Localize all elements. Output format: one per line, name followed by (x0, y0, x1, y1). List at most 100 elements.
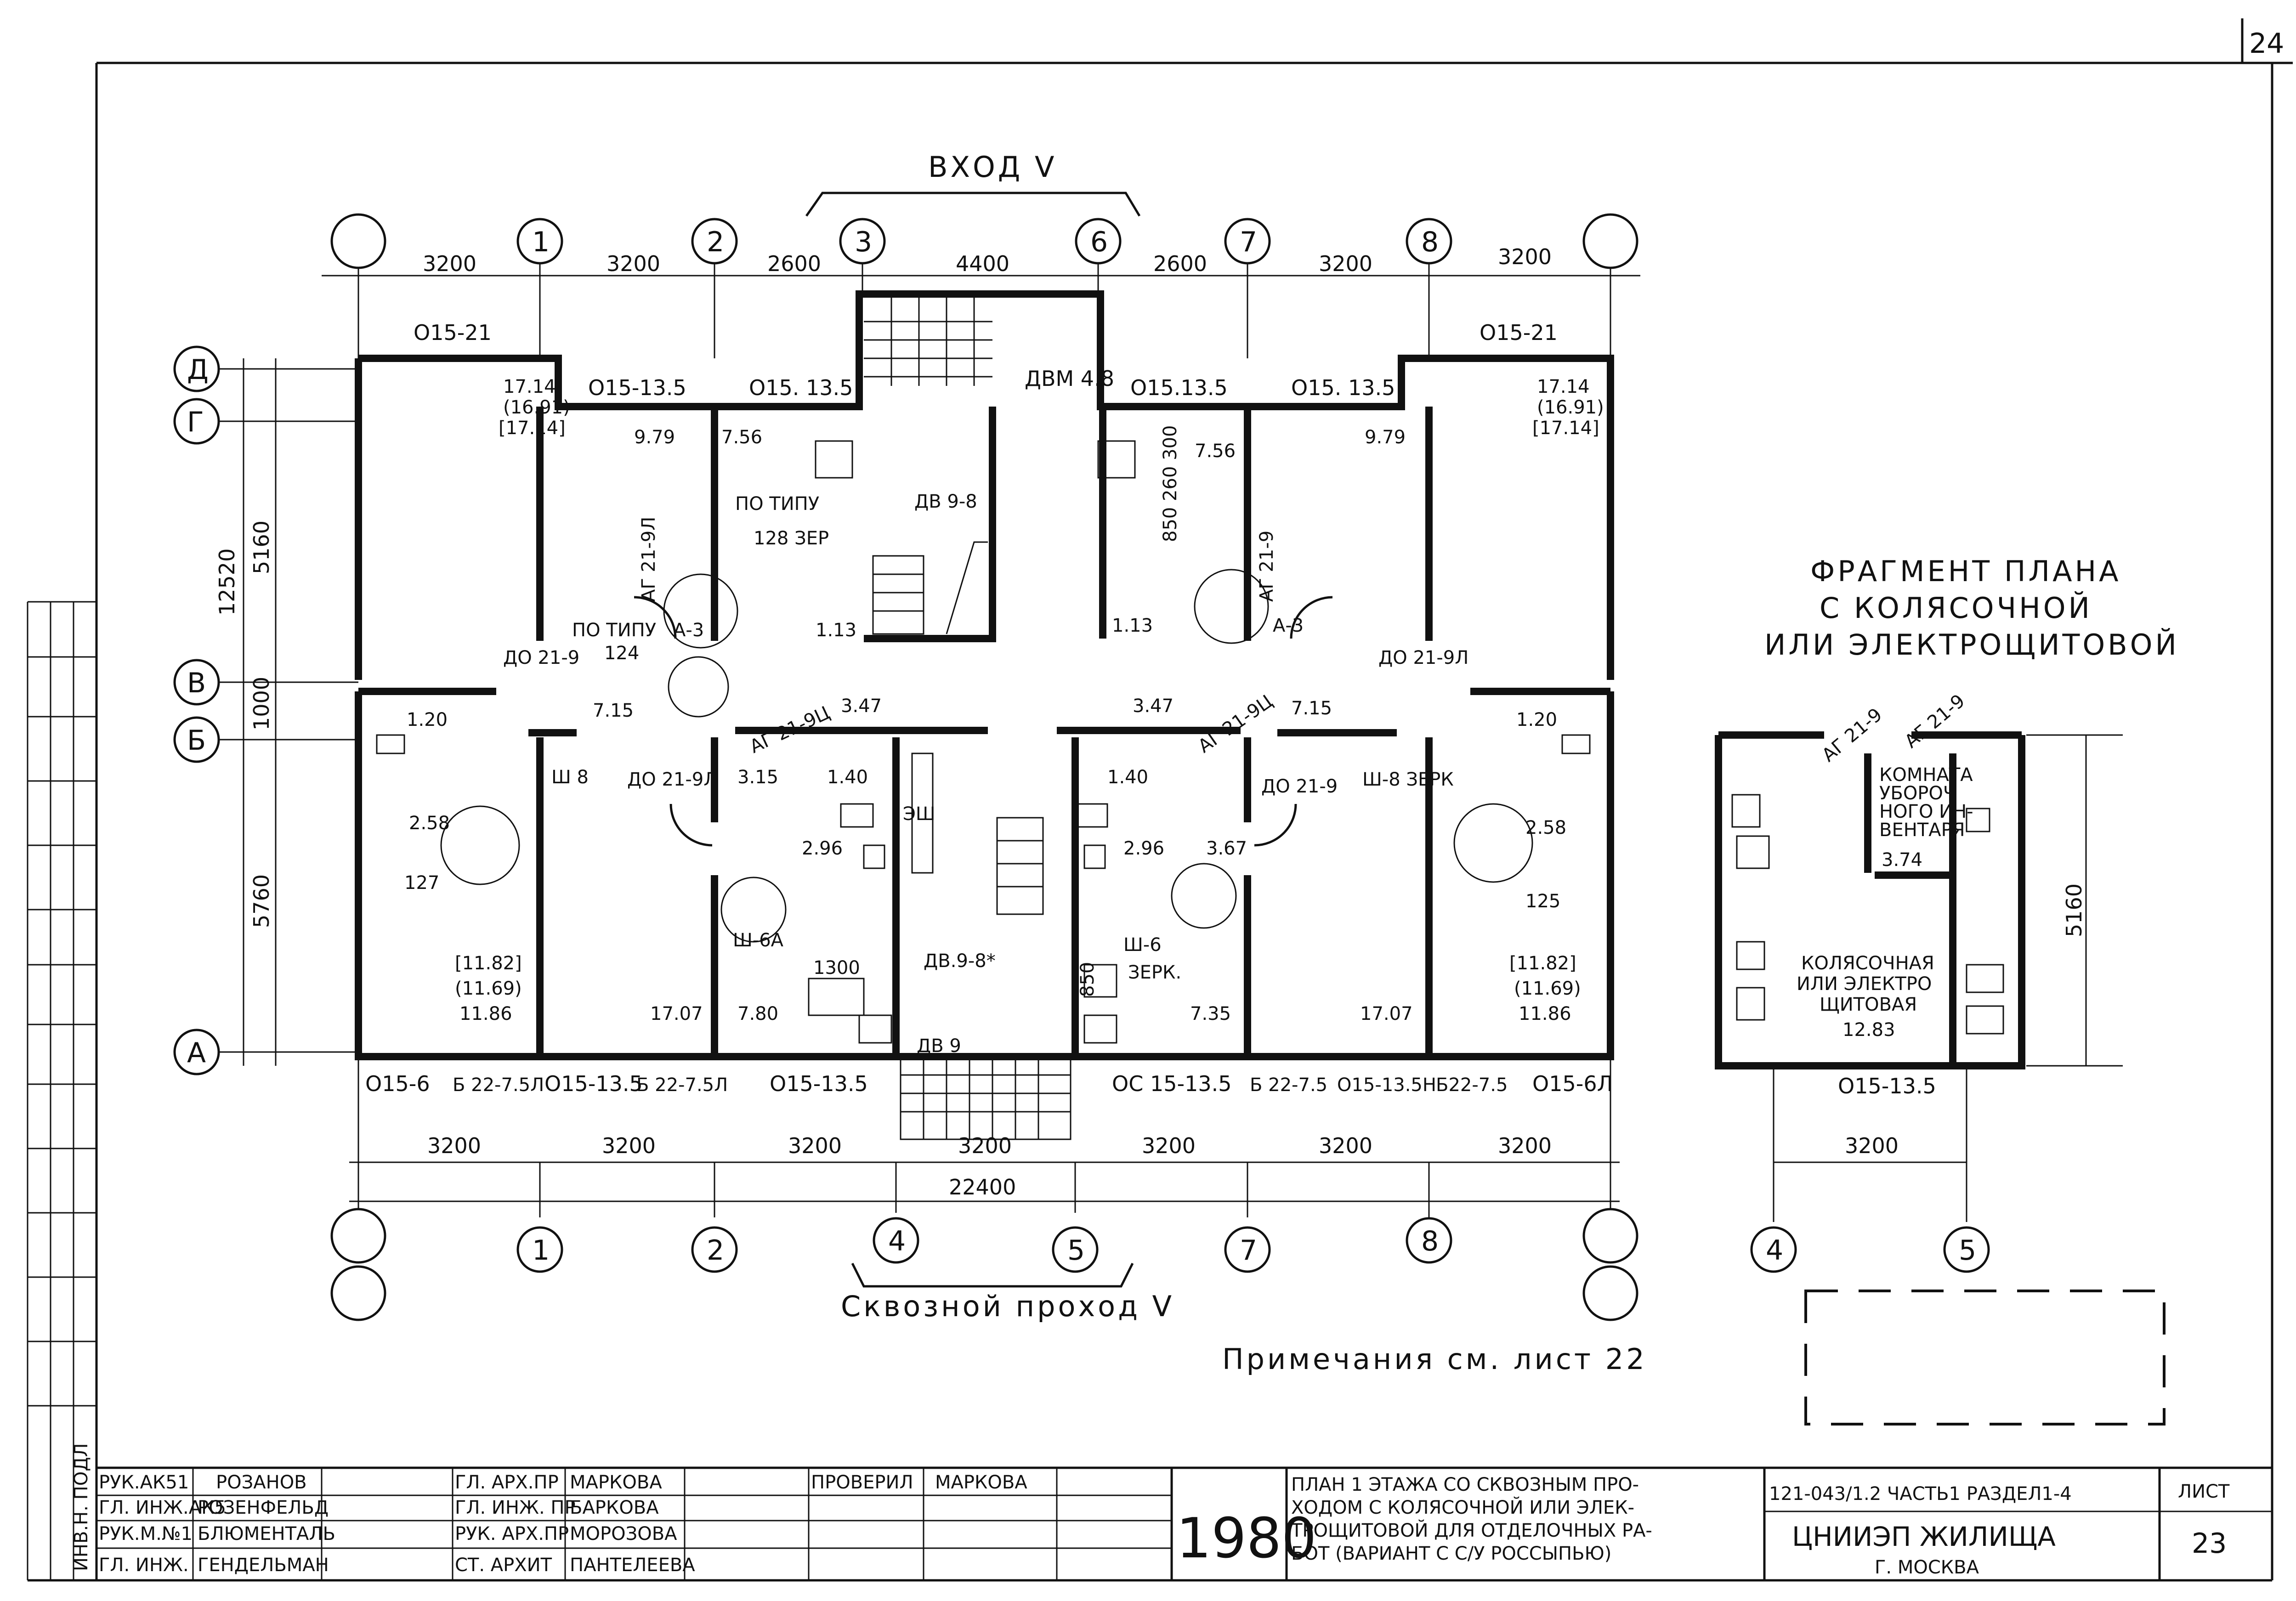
svg-text:3.47: 3.47 (841, 696, 882, 717)
svg-text:(16.91): (16.91) (503, 397, 570, 418)
svg-text:5: 5 (1959, 1234, 1976, 1267)
total-dimension: 22400 (949, 1175, 1016, 1199)
inventory-strip-text: ИНВ.Н. ПОДЛ (71, 1443, 92, 1571)
svg-text:А-3: А-3 (673, 620, 704, 641)
bottom-axes: 1 2 4 5 7 8 (330, 1208, 1638, 1321)
svg-text:(11.69): (11.69) (1514, 978, 1581, 999)
svg-text:АГ 21-9Ц: АГ 21-9Ц (1194, 691, 1276, 758)
svg-text:С КОЛЯСОЧНОЙ: С КОЛЯСОЧНОЙ (1820, 591, 2092, 625)
svg-text:РУК. АРХ.ПР: РУК. АРХ.ПР (455, 1523, 569, 1544)
svg-text:7: 7 (1240, 226, 1257, 258)
svg-text:2.96: 2.96 (1123, 838, 1164, 859)
svg-text:ДО 21-9Л: ДО 21-9Л (1378, 647, 1468, 668)
sheet-number: 23 (2192, 1527, 2227, 1560)
svg-text:ФРАГМЕНТ ПЛАНА: ФРАГМЕНТ ПЛАНА (1810, 554, 2121, 588)
svg-text:АГ 21-9Л: АГ 21-9Л (638, 517, 659, 602)
svg-text:Б 22-7.5Л: Б 22-7.5Л (636, 1075, 728, 1096)
svg-text:О15.13.5: О15.13.5 (1130, 375, 1228, 400)
svg-text:3200: 3200 (958, 1133, 1012, 1158)
svg-text:3200: 3200 (1319, 251, 1372, 276)
svg-text:РУК.АК51: РУК.АК51 (99, 1472, 189, 1493)
svg-text:3200: 3200 (1319, 1133, 1372, 1158)
sheet-corner-number: 24 (2249, 28, 2284, 60)
svg-text:9.79: 9.79 (1365, 427, 1406, 448)
svg-text:8: 8 (1421, 226, 1439, 258)
svg-text:НОГО ИН-: НОГО ИН- (1879, 801, 1973, 822)
svg-text:[11.82]: [11.82] (455, 953, 522, 974)
svg-text:О15-6: О15-6 (365, 1071, 430, 1096)
svg-text:А-3: А-3 (1273, 615, 1304, 636)
svg-text:ГЛ. ИНЖ.АК5: ГЛ. ИНЖ.АК5 (99, 1497, 226, 1518)
svg-text:2.96: 2.96 (802, 838, 843, 859)
svg-text:2: 2 (707, 226, 724, 258)
svg-text:О15. 13.5: О15. 13.5 (749, 375, 853, 400)
svg-text:О15-21: О15-21 (414, 320, 492, 345)
svg-text:(16.91): (16.91) (1537, 397, 1604, 418)
svg-text:17.14: 17.14 (1537, 376, 1590, 397)
svg-text:124: 124 (604, 643, 639, 664)
svg-text:7.15: 7.15 (593, 700, 634, 721)
element-tags: ПО ТИПУ 128 ЗЕР ПО ТИПУ А-3 А-3 124 ДО 2… (404, 425, 1560, 1057)
svg-text:ДВМ 4.8: ДВМ 4.8 (1025, 366, 1114, 391)
passage-brace (851, 1262, 1134, 1288)
svg-text:7: 7 (1240, 1234, 1257, 1267)
svg-text:128 ЗЕР: 128 ЗЕР (754, 528, 829, 549)
top-window-labels: О15-21 О15-13.5 О15. 13.5 О15.13.5 О15. … (414, 320, 1558, 400)
svg-text:О15-13.5: О15-13.5 (770, 1071, 868, 1096)
svg-text:Ш-6: Ш-6 (1123, 934, 1162, 956)
svg-text:2600: 2600 (767, 251, 821, 276)
svg-text:ГЛ. ИНЖ. ПР: ГЛ. ИНЖ. ПР (455, 1497, 576, 1518)
svg-text:Ш-8 ЗЕРК: Ш-8 ЗЕРК (1362, 769, 1454, 790)
svg-text:ЗЕРК.: ЗЕРК. (1128, 962, 1181, 983)
svg-text:О15-13.5: О15-13.5 (1838, 1074, 1936, 1098)
svg-text:1.13: 1.13 (816, 620, 856, 641)
svg-text:ПРОВЕРИЛ: ПРОВЕРИЛ (811, 1472, 913, 1493)
svg-text:1: 1 (532, 1234, 550, 1267)
svg-text:5: 5 (1067, 1234, 1085, 1267)
bottom-window-labels: О15-6 Б 22-7.5Л О15-13.5 Б 22-7.5Л О15-1… (365, 1071, 1613, 1096)
svg-text:[17.14]: [17.14] (499, 418, 566, 439)
svg-text:3.15: 3.15 (737, 767, 778, 788)
svg-text:12.83: 12.83 (1842, 1019, 1895, 1041)
svg-text:РОЗАНОВ: РОЗАНОВ (216, 1472, 307, 1493)
svg-text:3.67: 3.67 (1206, 838, 1247, 859)
svg-text:ЭШ: ЭШ (903, 803, 935, 825)
svg-text:3.74: 3.74 (1882, 849, 1922, 871)
svg-text:О15-13.5: О15-13.5 (588, 375, 686, 400)
svg-text:Б 22-7.5: Б 22-7.5 (1250, 1075, 1327, 1096)
svg-text:2: 2 (707, 1234, 724, 1267)
svg-text:3200: 3200 (788, 1133, 842, 1158)
fixtures (376, 440, 1591, 1044)
svg-text:4400: 4400 (956, 251, 1009, 276)
svg-text:127: 127 (404, 872, 439, 894)
svg-text:2.58: 2.58 (409, 813, 450, 834)
stamp-placeholder (1804, 1290, 2166, 1426)
dim-left-total: 12520 (215, 549, 239, 616)
svg-text:11.86: 11.86 (1519, 1003, 1571, 1024)
svg-text:1.40: 1.40 (1107, 767, 1148, 788)
svg-text:17.07: 17.07 (650, 1003, 703, 1024)
row-axes: Д Г В Б А (173, 345, 358, 1075)
svg-text:1.13: 1.13 (1112, 615, 1153, 636)
stair-bottom (900, 817, 1071, 1140)
svg-text:Б: Б (187, 724, 206, 757)
door-swings (440, 569, 1533, 943)
title-block-org: ЦНИИЭП ЖИЛИЩА (1792, 1521, 2056, 1552)
svg-text:7.35: 7.35 (1190, 1003, 1231, 1024)
svg-text:1300: 1300 (813, 957, 860, 979)
svg-text:ДО 21-9Л: ДО 21-9Л (627, 769, 717, 790)
svg-text:1.20: 1.20 (407, 709, 448, 730)
stair-top (864, 294, 992, 635)
svg-text:ПЛАН 1 ЭТАЖА СО СКВОЗНЫМ ПРО-: ПЛАН 1 ЭТАЖА СО СКВОЗНЫМ ПРО- (1291, 1474, 1639, 1495)
svg-text:МОРОЗОВА: МОРОЗОВА (570, 1523, 677, 1544)
svg-text:17.14: 17.14 (503, 376, 556, 397)
svg-text:РУК.М.№1: РУК.М.№1 (99, 1523, 193, 1544)
top-axes: 1 2 3 6 7 8 (330, 213, 1638, 358)
svg-text:КОЛЯСОЧНАЯ: КОЛЯСОЧНАЯ (1801, 953, 1934, 974)
svg-text:УБОРОЧ: УБОРОЧ (1879, 783, 1956, 804)
svg-text:БОТ (ВАРИАНТ С С/У РОССЫПЬЮ): БОТ (ВАРИАНТ С С/У РОССЫПЬЮ) (1291, 1543, 1611, 1564)
svg-text:БЛЮМЕНТАЛЬ: БЛЮМЕНТАЛЬ (198, 1523, 335, 1544)
svg-text:ДВ 9-8: ДВ 9-8 (914, 491, 977, 512)
svg-text:6: 6 (1090, 226, 1108, 258)
svg-text:7.56: 7.56 (1195, 441, 1236, 462)
